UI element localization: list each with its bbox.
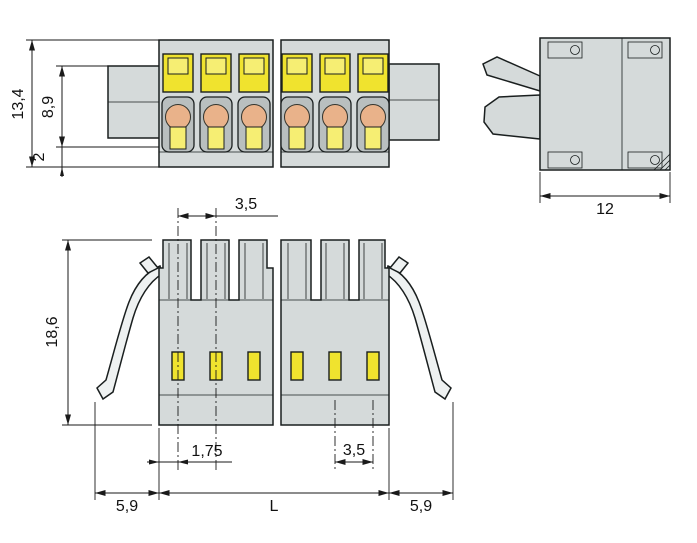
- contact-window: [366, 351, 380, 381]
- pole-2: [199, 53, 233, 153]
- contact-spring: [165, 104, 191, 130]
- bottom-view: [96, 208, 452, 470]
- contact-spring: [284, 104, 310, 130]
- mounting-tab-right: [388, 63, 440, 141]
- flange-bottom-left: [547, 151, 583, 169]
- latch-lower-arm: [483, 94, 541, 140]
- dim-arrow: [149, 459, 159, 465]
- contact-window: [247, 351, 261, 381]
- lever-hook: [388, 255, 410, 274]
- flange-bottom-right: [627, 151, 663, 169]
- flange-top-left: [547, 41, 583, 59]
- side-dimensions: 12: [539, 172, 671, 218]
- dim-arrow-2: [60, 167, 64, 176]
- push-button-top: [286, 57, 308, 75]
- pole-1: [161, 53, 195, 153]
- contact-window: [290, 351, 304, 381]
- screw-hole: [570, 45, 580, 55]
- contact-spring: [322, 104, 348, 130]
- locking-lever-right: [385, 255, 452, 401]
- contact-spring: [360, 104, 386, 130]
- contact-spring: [241, 104, 267, 130]
- screw-hole: [570, 155, 580, 165]
- clamp-window: [207, 126, 225, 150]
- dim-label-front-upper-height: 8,9: [40, 96, 57, 118]
- screw-hole: [650, 45, 660, 55]
- dim-label-side-depth: 12: [596, 201, 614, 218]
- dim-label-length: L: [270, 498, 279, 515]
- extension-lines: [94, 402, 454, 500]
- side-housing: [539, 37, 671, 171]
- screw-hole: [650, 155, 660, 165]
- tower-inner-walls: [168, 243, 383, 299]
- flange-top-right: [627, 41, 663, 59]
- clamp-window: [364, 126, 382, 150]
- side-view: [482, 37, 671, 171]
- contact-spring: [203, 104, 229, 130]
- dim-label-lever-left: 5,9: [116, 498, 138, 515]
- clamp-window: [326, 126, 344, 150]
- push-button-top: [243, 57, 265, 75]
- front-view: [107, 39, 440, 168]
- pole-5: [318, 53, 352, 153]
- pole-4: [280, 53, 314, 153]
- push-button-top: [205, 57, 227, 75]
- dim-label-bottom-height: 18,6: [44, 316, 61, 347]
- pole-6: [356, 53, 390, 153]
- pole-centerlines: [177, 208, 374, 470]
- lever-hook: [138, 255, 160, 274]
- locking-lever-left: [96, 255, 163, 401]
- push-button-top: [324, 57, 346, 75]
- extension-lines: [62, 239, 152, 426]
- bottom-body-left: [158, 239, 274, 426]
- serration-detail: [653, 153, 671, 171]
- lever-arm: [96, 264, 163, 401]
- contact-window: [328, 351, 342, 381]
- latch-upper-arm: [482, 56, 541, 93]
- bottom-dimensions: 3,5 18,6 1,75 3,5 5,9 L 5,9: [44, 196, 454, 515]
- clamp-window: [169, 126, 187, 150]
- push-button-top: [362, 57, 384, 75]
- dim-arrow: [178, 459, 188, 465]
- dim-label-front-total-height: 13,4: [10, 88, 27, 119]
- clamp-window: [288, 126, 306, 150]
- dim-label-front-base-height: 2: [31, 152, 48, 161]
- dim-label-pitch-bottom: 3,5: [343, 442, 365, 459]
- bottom-body-right: [280, 239, 390, 426]
- dim-label-pitch-top: 3,5: [235, 196, 257, 213]
- pole-3: [237, 53, 271, 153]
- dim-label-lever-right: 5,9: [410, 498, 432, 515]
- lever-arm: [385, 264, 452, 401]
- extension-lines: [539, 172, 671, 203]
- front-dimensions: 13,4 8,9 2: [10, 39, 159, 177]
- dim-label-half-pitch: 1,75: [191, 443, 222, 460]
- push-button-top: [167, 57, 189, 75]
- extension-lines: [26, 39, 159, 168]
- clamp-window: [245, 126, 263, 150]
